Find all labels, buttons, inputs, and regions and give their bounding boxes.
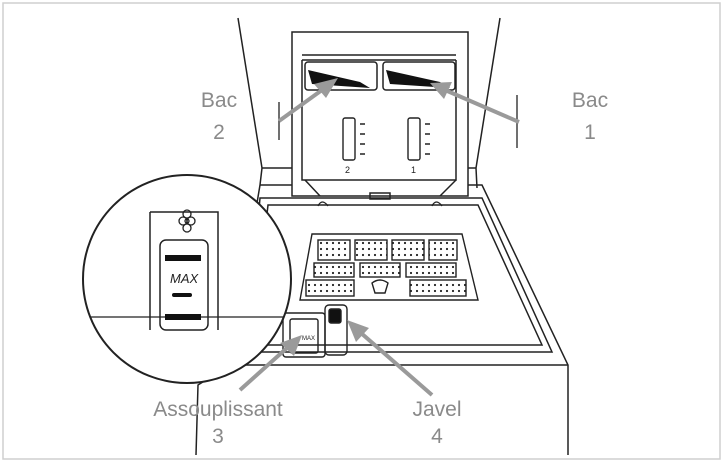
zoom-circle: [82, 174, 292, 384]
lid-compartment-number-right: 1: [411, 165, 416, 175]
label-assouplissant-number: 3: [212, 425, 224, 448]
label-bac-2-name: Bac: [201, 89, 237, 112]
detergent-drawer: [299, 233, 479, 301]
label-javel-number: 4: [431, 425, 443, 448]
label-assouplissant-name: Assouplissant: [153, 398, 283, 421]
flower-icon: [178, 209, 196, 233]
label-javel-name: Javel: [412, 398, 461, 421]
lid-hinges: [317, 201, 443, 207]
zoom-max-label: MAX: [170, 271, 200, 286]
label-bac-2-number: 2: [213, 121, 225, 144]
label-bac-1-name: Bac: [572, 89, 608, 112]
label-bac-1-number: 1: [584, 121, 596, 144]
label-arrows: [238, 78, 520, 397]
dispenser-lid: [291, 31, 469, 200]
lid-compartment-number-left: 2: [345, 165, 350, 175]
bleach-cup: [324, 304, 348, 356]
lid-level-indicators: [342, 117, 430, 161]
softener-cup-max-label: MAX: [302, 336, 315, 342]
